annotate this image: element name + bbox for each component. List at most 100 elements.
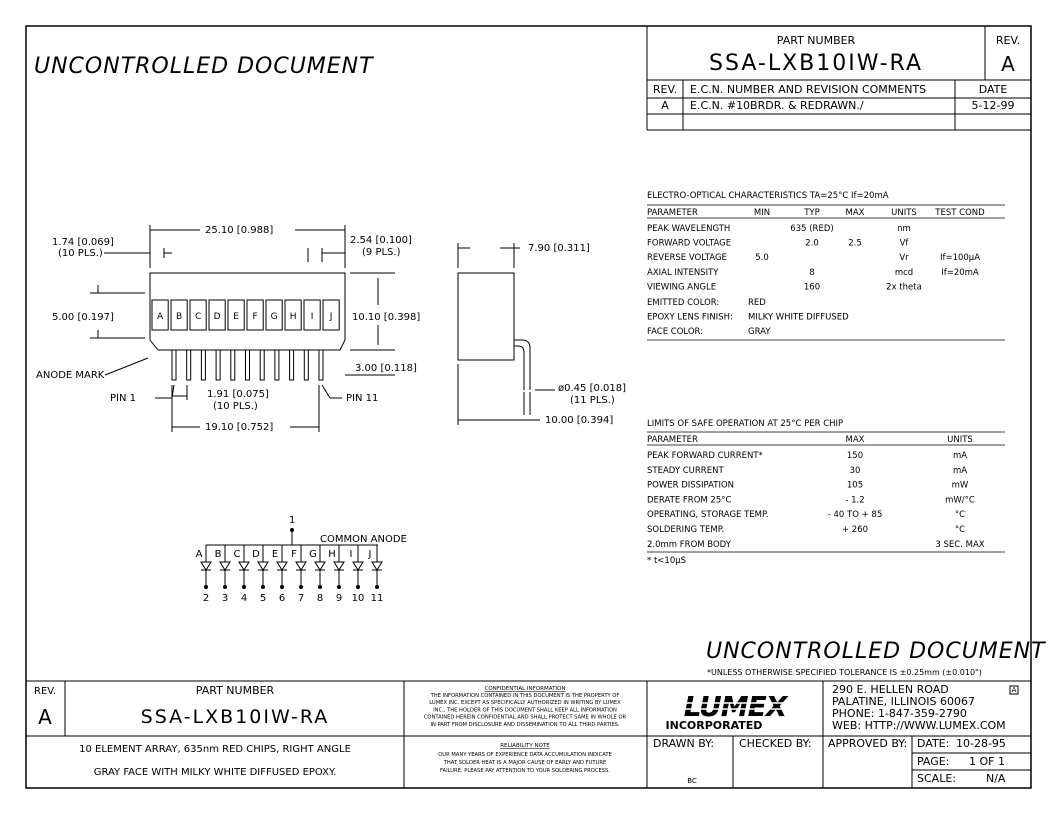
scale-value: N/A: [986, 772, 1006, 785]
segment-label: J: [329, 312, 333, 322]
dim-pitch-top: 1.74 [0.069]: [52, 237, 114, 248]
dim-width: 25.10 [0.988]: [205, 225, 273, 236]
dim-pin-length: 3.00 [0.118]: [355, 363, 417, 374]
schematic-segment-label: E: [272, 549, 278, 560]
diode-symbol: [238, 561, 250, 571]
reliability-line: FAILURE. PLEASE PAY ATTENTION TO YOUR SO…: [440, 768, 610, 774]
eo-header-cell: TEST COND: [934, 208, 985, 218]
schematic-node: [318, 585, 322, 589]
limits-cell: OPERATING, STORAGE TEMP.: [647, 510, 769, 520]
segment-box: [265, 299, 283, 331]
schematic-pin-number: 5: [260, 593, 266, 604]
diode-symbol: [352, 561, 364, 571]
segment-label: E: [233, 312, 239, 322]
part-number-label-bottom: PART NUMBER: [196, 684, 275, 697]
reliability-line: OUR MANY YEARS OF EXPERIENCE DATA ACCUMU…: [438, 752, 612, 758]
eo-cell: Vr: [899, 253, 909, 263]
anode-mark-label: ANODE MARK: [36, 370, 105, 381]
segment-box: [246, 299, 264, 331]
limits-cell: DERATE FROM 25°C: [647, 495, 731, 505]
segment-box: [322, 299, 340, 331]
segment-box: [303, 299, 321, 331]
pin: [303, 349, 309, 381]
eo-header-cell: PARAMETER: [647, 208, 698, 218]
page-value: 1 OF 1: [969, 755, 1005, 768]
limits-cell: mA: [953, 466, 967, 476]
limits-cell: °C: [955, 510, 965, 520]
diode-symbol: [314, 561, 326, 571]
segment-box: [151, 299, 169, 331]
limits-cell: SOLDERING TEMP.: [647, 525, 724, 535]
rev-label-bottom: REV.: [34, 686, 56, 697]
schematic-node: [280, 585, 284, 589]
eo-cell: 8: [809, 268, 814, 278]
limits-cell: POWER DISSIPATION: [647, 481, 734, 491]
schematic-segment-label: H: [328, 549, 336, 560]
eo-title: ELECTRO-OPTICAL CHARACTERISTICS TA=25°C …: [647, 191, 889, 201]
limits-cell: STEADY CURRENT: [647, 466, 724, 476]
sheet-size-letter: A: [1012, 686, 1017, 694]
dim-pin-diameter: ø0.45 [0.018]: [558, 383, 626, 394]
col-rev: REV.: [653, 83, 677, 96]
schematic-node: [223, 585, 227, 589]
eo-cell: Vf: [900, 239, 910, 249]
tolerance-note: *UNLESS OTHERWISE SPECIFIED TOLERANCE IS…: [707, 668, 982, 677]
eo-cell: 635 (RED): [790, 224, 833, 234]
schematic-node: [337, 585, 341, 589]
eo-extra-label: FACE COLOR:: [647, 327, 703, 337]
schematic-node: [261, 585, 265, 589]
limits-cell: 150: [847, 451, 863, 461]
segment-label: H: [290, 312, 297, 322]
diode-symbol: [257, 561, 269, 571]
date-value: 10-28-95: [956, 737, 1006, 750]
part-number-label-top: PART NUMBER: [777, 34, 856, 47]
schematic-pin-number: 11: [371, 593, 384, 604]
confidential-line: THE INFORMATION CONTAINED IN THIS DOCUME…: [430, 693, 620, 699]
approved-by-label: APPROVED BY:: [828, 737, 907, 750]
schematic-pin-number: 8: [317, 593, 323, 604]
segment-label: I: [311, 312, 314, 322]
page-label: PAGE:: [917, 755, 949, 768]
scale-label: SCALE:: [917, 772, 956, 785]
eo-cell: AXIAL INTENSITY: [647, 268, 719, 278]
limits-header-cell: MAX: [846, 435, 865, 445]
confidential-line: INC., THE HOLDER OF THIS DOCUMENT SHALL …: [433, 707, 617, 713]
limits-cell: PEAK FORWARD CURRENT*: [647, 451, 763, 461]
website: WEB: HTTP://WWW.LUMEX.COM: [832, 719, 1006, 732]
pin: [245, 349, 250, 381]
pin: [289, 349, 295, 381]
schematic-segment-label: B: [215, 549, 222, 560]
dim-pin-pitch-n: (10 PLS.): [213, 401, 258, 412]
description-line-1: 10 ELEMENT ARRAY, 635nm RED CHIPS, RIGHT…: [79, 744, 351, 755]
rev-row-rev: A: [661, 99, 669, 112]
schematic-pin-number: 2: [203, 593, 209, 604]
dim-pin-pitch: 1.91 [0.075]: [207, 389, 269, 400]
segment-box: [208, 299, 226, 331]
phone: PHONE: 1-847-359-2790: [832, 707, 967, 720]
limits-cell: mW: [952, 481, 969, 491]
limits-cell: °C: [955, 525, 965, 535]
sheet-border: [25, 25, 1032, 789]
segment-label: F: [253, 312, 258, 322]
title-block-bottom: [26, 680, 1031, 788]
limits-cell: + 260: [842, 525, 868, 535]
schematic-common-pin: 1: [289, 515, 295, 526]
schematic-pin-number: 10: [352, 593, 365, 604]
lumex-logo: LUMEX INCORPORATED: [666, 690, 800, 732]
dim-pin-diameter-n: (11 PLS.): [570, 395, 615, 406]
eo-rules: [647, 204, 1005, 341]
pin: [186, 349, 192, 381]
eo-header-cell: MAX: [846, 208, 865, 218]
eo-cell: nm: [897, 224, 911, 234]
date-label: DATE:: [917, 737, 949, 750]
eo-cell: 2.5: [848, 239, 862, 249]
dim-depth: 7.90 [0.311]: [528, 243, 590, 254]
eo-cell: 5.0: [755, 253, 769, 263]
confidential-title: CONFIDENTIAL INFORMATION: [484, 686, 565, 692]
eo-cell: PEAK WAVELENGTH: [647, 224, 730, 234]
part-number-bottom: SSA-LXB10IW-RA: [141, 706, 330, 728]
schematic-segment-label: F: [291, 549, 297, 560]
side-view: [457, 243, 555, 425]
segment-box: [170, 299, 188, 331]
